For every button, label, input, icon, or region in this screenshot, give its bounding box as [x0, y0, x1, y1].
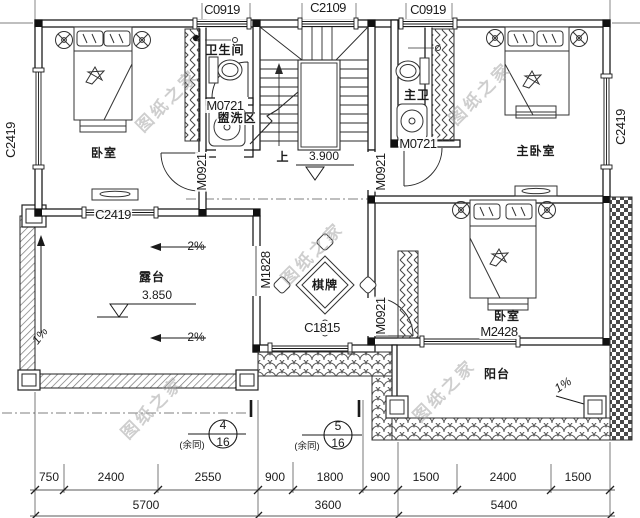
- dim-total: 5400: [490, 498, 518, 512]
- room-label-game-room: 棋牌: [310, 278, 340, 292]
- door-swings: [160, 61, 443, 337]
- dim-total: 3600: [314, 498, 342, 512]
- section-5-note: (余同): [294, 441, 320, 452]
- structural-columns: [35, 20, 610, 352]
- stair-up-mark: 上: [276, 150, 290, 164]
- window-label-c0919-left: C0919: [204, 2, 240, 17]
- door-label-m0921-left: M0921: [194, 152, 210, 192]
- dresser-master: [514, 185, 558, 197]
- room-label-master-bedroom: 主卧室: [516, 144, 556, 158]
- furniture: [55, 26, 588, 337]
- room-label-balcony: 阳台: [483, 367, 511, 381]
- dim-segment: 1500: [412, 470, 440, 484]
- door-label-m2428: M2428: [479, 324, 519, 339]
- dim-segment: 1800: [316, 470, 344, 484]
- toilet-icon: [208, 56, 243, 84]
- bed-right: [452, 199, 556, 311]
- room-label-wash-area: 盥洗区: [216, 111, 258, 125]
- elevation-3850: 3.850: [141, 288, 173, 302]
- section-5-sheet: 16: [331, 436, 345, 450]
- bed-master: [486, 26, 588, 119]
- room-label-terrace: 露台: [138, 270, 166, 284]
- master-toilet-icon: [395, 57, 430, 85]
- window-label-c0919-right: C0919: [410, 2, 446, 17]
- dim-segment: 900: [264, 470, 286, 484]
- dim-segment: 2550: [194, 470, 222, 484]
- window-label-c1815: C1815: [303, 320, 341, 335]
- railings-eaves: [257, 196, 633, 441]
- terrace-parapet: [17, 204, 259, 391]
- window-label-c2419-left: C2419: [3, 122, 19, 158]
- dim-segment: 2400: [489, 470, 517, 484]
- dim-segment: 2400: [97, 470, 125, 484]
- door-label-m0721-right: M0721: [398, 136, 438, 151]
- section-4-sheet: 16: [216, 435, 230, 449]
- section-4-number: 4: [219, 418, 227, 432]
- window-label-c2109: C2109: [310, 0, 346, 15]
- dim-segment: 750: [38, 470, 60, 484]
- slope-2pct-top: 2%: [187, 239, 205, 253]
- dresser-left: [91, 188, 139, 201]
- bed-left: [55, 26, 151, 133]
- master-basin-icon: [396, 103, 428, 141]
- elevation-3900: 3.900: [308, 149, 340, 163]
- dimension-lines: [30, 392, 615, 518]
- window-label-c2419-bedroom: C2419: [94, 207, 132, 222]
- window-label-c2419-right: C2419: [613, 109, 629, 145]
- room-label-master-bath: 主卫: [403, 88, 431, 102]
- door-label-m0721-left: M0721: [205, 98, 245, 113]
- door-label-m0921-game: M0921: [373, 296, 389, 336]
- dim-total: 5700: [132, 498, 160, 512]
- section-5-number: 5: [334, 419, 342, 433]
- stairs-group: [249, 26, 369, 151]
- room-label-bedroom-right: 卧室: [493, 309, 521, 323]
- slope-2pct-bottom: 2%: [187, 330, 205, 344]
- section-4-note: (余同): [179, 440, 205, 451]
- door-label-m0921-right: M0921: [373, 152, 389, 192]
- room-label-bathroom: 卫生间: [205, 43, 245, 57]
- section-markers: [188, 400, 362, 450]
- closets: [184, 28, 455, 339]
- room-label-bedroom-left: 卧室: [90, 146, 118, 160]
- dim-segment: 1500: [564, 470, 592, 484]
- dim-segment: 900: [369, 470, 391, 484]
